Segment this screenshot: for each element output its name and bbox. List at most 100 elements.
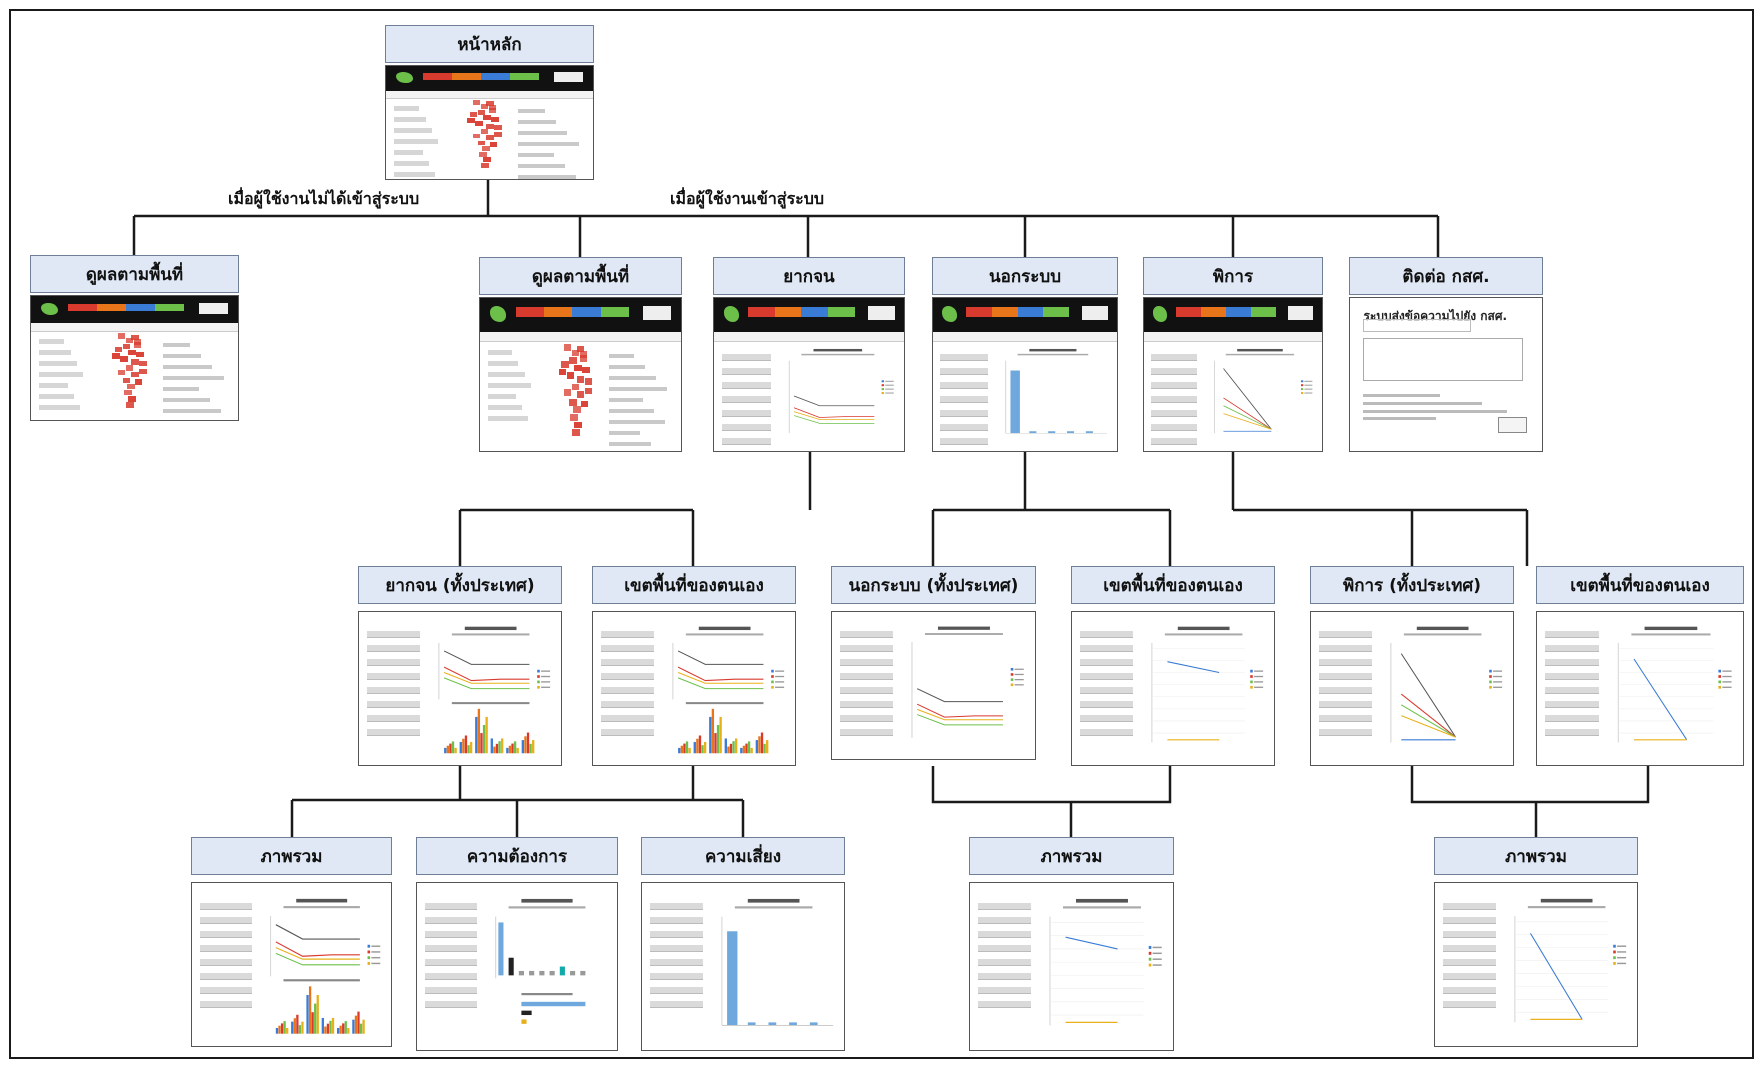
filter-row — [1545, 631, 1599, 639]
filter-row — [425, 917, 477, 925]
legend-label-stub — [1152, 964, 1162, 967]
legend-swatch — [367, 944, 370, 948]
legend-label-stub — [371, 951, 380, 953]
filter-row — [1443, 931, 1496, 939]
bar-mark — [750, 748, 753, 754]
stat-row — [163, 386, 199, 391]
logo — [396, 72, 413, 84]
legend-swatch — [770, 675, 774, 679]
dashboard-thumbnail — [932, 297, 1118, 452]
sms-field — [1363, 319, 1472, 333]
filter-row — [840, 728, 893, 736]
node-poor-national: ยากจน (ทั้งประเทศ) — [358, 566, 562, 766]
chart-area — [660, 624, 789, 759]
bar-mark — [275, 1028, 278, 1034]
filter-row — [650, 917, 703, 925]
chart-title-stub — [1075, 899, 1128, 903]
province-mark — [477, 109, 486, 115]
filter-row — [940, 381, 989, 389]
stat-row — [608, 386, 668, 391]
chart-subtitle-stub — [1164, 633, 1243, 636]
province-mark — [130, 334, 139, 341]
province-mark — [478, 151, 487, 157]
filter-panel — [650, 896, 703, 1030]
chart-title-stub — [464, 626, 517, 631]
status-bar-segment — [481, 72, 511, 80]
filter-row — [650, 959, 703, 967]
legend-swatch — [367, 956, 370, 960]
node-out-own-area: เขตพื้นที่ของตนเอง — [1071, 566, 1275, 766]
chart-svg — [270, 898, 380, 1034]
thailand-map — [456, 99, 510, 170]
bar-mark — [747, 741, 750, 754]
legend-swatch — [770, 680, 774, 684]
chart-area — [709, 896, 838, 1043]
chart-subtitle-stub — [1403, 633, 1482, 636]
filter-row — [1319, 673, 1372, 681]
bar-mark — [280, 1023, 283, 1034]
diagram-frame — [9, 9, 1754, 1059]
bar-mark — [357, 1011, 360, 1034]
filter-row — [1151, 437, 1198, 445]
legend-swatch — [1718, 686, 1722, 689]
chart-svg — [1514, 898, 1626, 1023]
legend-swatch — [1010, 672, 1014, 676]
legend-label-stub — [540, 686, 550, 689]
legend-label-stub — [884, 388, 894, 390]
bar-mark — [529, 744, 532, 754]
filter-row — [1545, 729, 1599, 737]
series-line — [1065, 936, 1118, 950]
legend-label-stub — [1492, 681, 1502, 683]
bar-mark — [742, 745, 745, 754]
province-mark — [580, 400, 589, 408]
status-bar-segment — [1225, 307, 1251, 317]
bar-mark — [308, 986, 311, 1034]
bar-mark — [693, 742, 696, 754]
stat-row — [163, 408, 222, 413]
legend-swatch — [1488, 680, 1492, 684]
login-box — [642, 306, 671, 320]
bar-mark — [734, 738, 737, 754]
bar-mark — [1029, 431, 1037, 434]
bar-mark — [711, 709, 714, 754]
stat-row — [163, 419, 196, 420]
filter-row — [394, 160, 430, 166]
series-line — [1223, 413, 1272, 430]
legend-label-stub — [1304, 392, 1313, 394]
filter-row — [425, 973, 477, 981]
series-line — [677, 672, 764, 685]
filter-row — [1080, 659, 1133, 667]
legend-label-stub — [774, 686, 784, 689]
bar-mark — [354, 1015, 357, 1034]
filter-row — [978, 1001, 1031, 1009]
province-mark — [469, 112, 478, 118]
portal-thumbnail — [30, 295, 239, 421]
bar-mark — [490, 738, 493, 754]
filter-panel — [840, 624, 893, 742]
filter-row — [199, 903, 252, 911]
legend-swatch — [1718, 675, 1722, 679]
bar-mark — [708, 717, 712, 754]
dashboard-thumbnail — [1536, 611, 1744, 766]
stat-row — [163, 375, 224, 380]
legend-swatch — [1300, 384, 1303, 387]
status-bar-segment — [510, 72, 540, 80]
status-bar — [1176, 307, 1276, 317]
filter-row — [394, 138, 439, 144]
series-line — [443, 650, 530, 666]
filter-panel — [601, 624, 654, 746]
status-bar — [966, 307, 1070, 317]
dashboard-thumbnail — [1434, 882, 1638, 1047]
legend-label-stub — [1722, 686, 1732, 689]
bar-mark — [278, 1025, 281, 1034]
legend-swatch — [881, 384, 884, 387]
node-title: หน้าหลัก — [385, 25, 594, 63]
province-mark — [488, 105, 497, 111]
portal-thumbnail — [479, 297, 682, 452]
node-user-area: ดูผลตามพื้นที่ — [479, 257, 682, 452]
legend-swatch — [367, 950, 370, 954]
province-mark — [120, 356, 128, 362]
filter-panel — [425, 896, 477, 1030]
bar-mark — [311, 1012, 314, 1034]
province-mark — [564, 343, 572, 351]
